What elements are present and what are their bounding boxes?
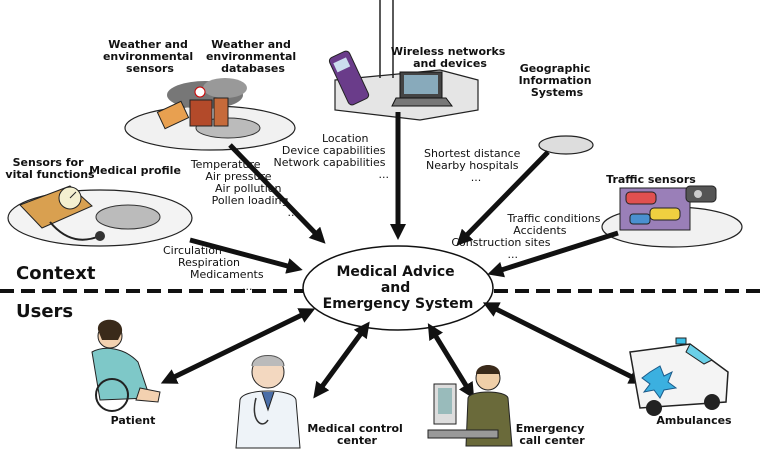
arrow-traffic	[487, 230, 619, 278]
gis-context-text: Shortest distance Nearby hospitals ...	[424, 147, 524, 184]
arrow-emergency-call	[427, 323, 475, 399]
arrow-vital	[189, 237, 303, 274]
wireless-platform	[328, 0, 479, 121]
call-center-illustration	[427, 365, 513, 447]
medical-control-label: Medical control center	[307, 422, 406, 447]
ambulance-illustration	[629, 337, 729, 416]
center-title: Medical Advice and Emergency System	[323, 264, 474, 312]
vital-platform	[7, 185, 193, 247]
arrow-patient	[160, 308, 316, 384]
context-section-label: Context	[16, 263, 96, 284]
weather-sensors-label: Weather and environmental sensors	[103, 38, 197, 75]
medical-profile-label: Medical profile	[89, 164, 181, 177]
traffic-platform	[601, 185, 743, 248]
arrow-ambulances	[482, 302, 646, 384]
mobile-phone-icon	[328, 50, 370, 106]
arrow-medical-control	[313, 321, 370, 399]
wireless-context-text: Location Device capabilities Network cap…	[274, 132, 389, 181]
medical-advice-node: Medical Advice and Emergency System	[302, 245, 494, 331]
laptop-icon	[391, 71, 453, 107]
vital-context-text: Circulation Respiration Medicaments ...	[163, 244, 267, 293]
sensors-vital-label: Sensors for vital functions	[5, 156, 95, 181]
weather-platform	[124, 78, 296, 151]
weather-databases-label: Weather and environmental databases	[206, 38, 300, 75]
patient-label: Patient	[111, 414, 156, 427]
traffic-cars-icon	[619, 185, 717, 231]
wireless-label: Wireless networks and devices	[391, 45, 509, 70]
ambulances-label: Ambulances	[656, 414, 732, 427]
traffic-context-text: Traffic conditions Accidents Constructio…	[451, 212, 604, 261]
gis-label: Geographic Information Systems	[519, 62, 596, 99]
emergency-call-label: Emergency call center	[516, 422, 589, 447]
gis-platform	[538, 135, 594, 155]
arrow-gis	[456, 150, 550, 246]
weather-cloud-icon	[156, 78, 247, 130]
traffic-sensors-label: Traffic sensors	[606, 173, 696, 186]
doctor-illustration	[235, 355, 301, 449]
arrow-weather	[228, 143, 326, 244]
blood-pressure-monitor-icon	[19, 185, 105, 241]
users-section-label: Users	[16, 301, 73, 322]
patient-illustration	[91, 319, 161, 412]
